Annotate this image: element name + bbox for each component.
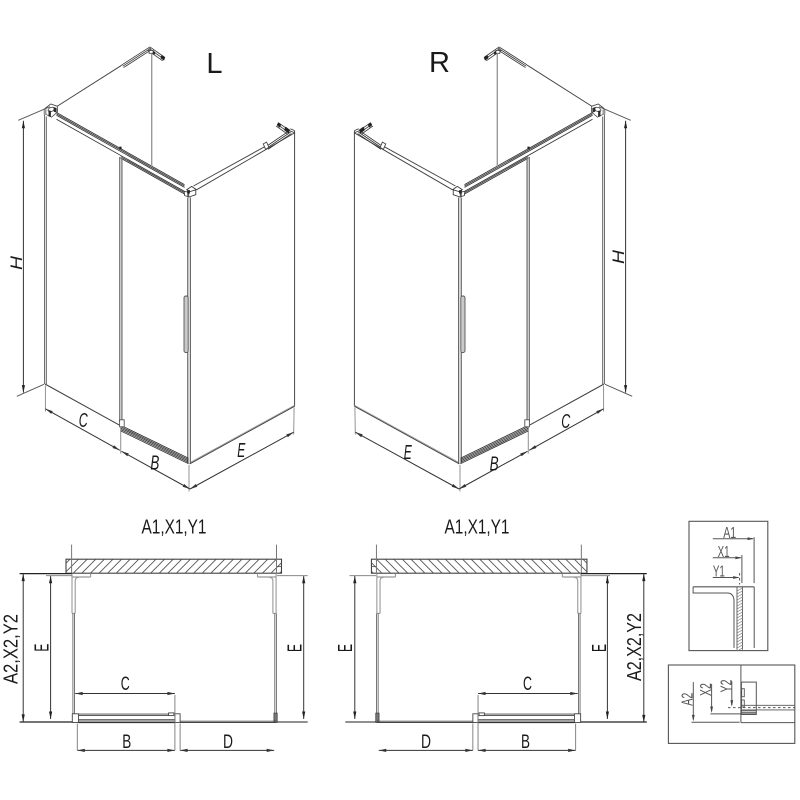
svg-text:C: C <box>121 674 130 695</box>
svg-text:C: C <box>523 674 532 695</box>
svg-text:B: B <box>490 453 499 475</box>
svg-text:A2: A2 <box>680 693 697 706</box>
svg-text:E: E <box>32 644 54 652</box>
svg-text:R: R <box>429 47 450 79</box>
svg-text:E: E <box>404 442 412 464</box>
svg-text:L: L <box>206 48 222 80</box>
svg-text:E: E <box>237 440 245 462</box>
svg-text:X2: X2 <box>698 683 715 696</box>
svg-text:C: C <box>561 411 570 433</box>
svg-text:Y2: Y2 <box>718 680 735 693</box>
svg-text:B: B <box>521 732 530 753</box>
svg-text:A2,X2,Y2: A2,X2,Y2 <box>0 614 22 684</box>
svg-text:H: H <box>7 255 26 270</box>
svg-text:D: D <box>421 732 431 753</box>
svg-text:A1: A1 <box>723 525 736 542</box>
svg-text:B: B <box>150 452 159 474</box>
svg-text:H: H <box>609 249 628 264</box>
svg-text:A1,X1,Y1: A1,X1,Y1 <box>445 517 510 539</box>
svg-text:X1: X1 <box>718 544 730 561</box>
svg-text:C: C <box>79 410 88 432</box>
svg-text:E: E <box>589 644 611 652</box>
svg-text:E: E <box>284 644 306 652</box>
svg-text:B: B <box>122 732 131 753</box>
svg-text:D: D <box>223 732 233 753</box>
svg-text:A1,X1,Y1: A1,X1,Y1 <box>142 517 207 539</box>
svg-text:Y1: Y1 <box>713 564 725 581</box>
svg-text:A2,X2,Y2: A2,X2,Y2 <box>624 613 646 681</box>
svg-text:E: E <box>335 644 357 652</box>
